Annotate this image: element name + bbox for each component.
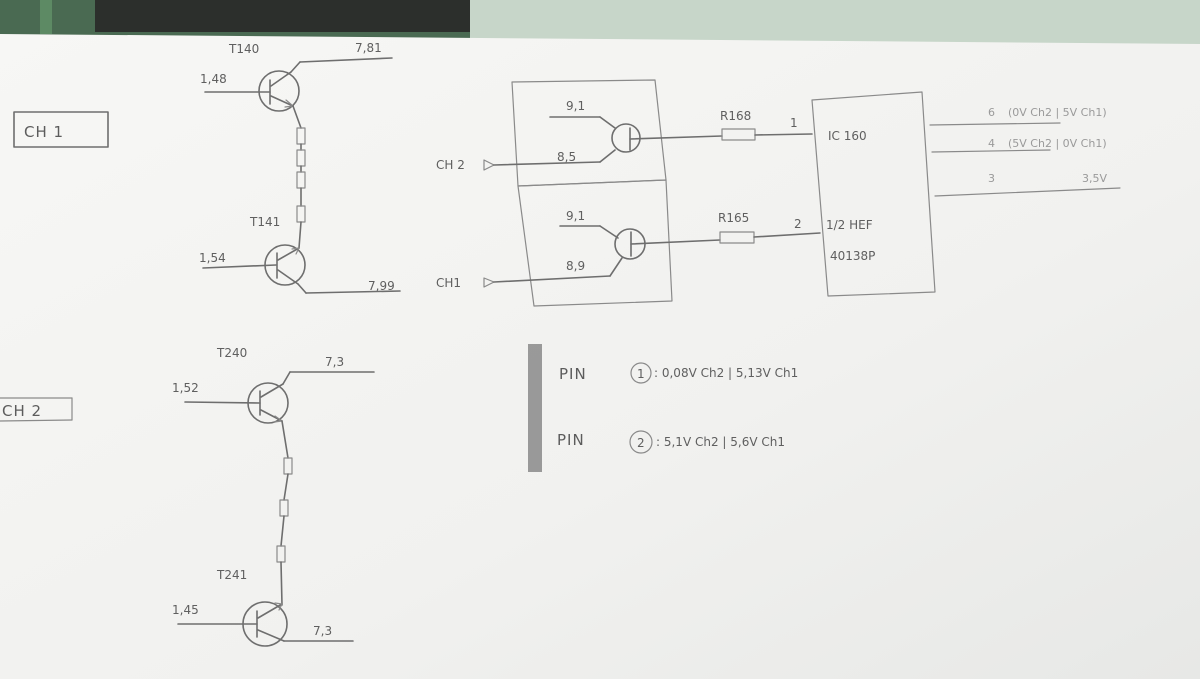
output-note-6: (0V Ch2 | 5V Ch1) [1008, 106, 1107, 119]
t240-base-voltage: 1,52 [172, 381, 199, 395]
upper-v-top: 9,1 [566, 99, 585, 113]
pin-note-1-circle [630, 362, 652, 384]
switch-stage-boxes [511, 79, 673, 307]
lower-v-base: 8,9 [566, 259, 585, 273]
ch2-label: CH 2 [2, 402, 42, 420]
desk-clip [40, 0, 52, 34]
lower-input-label: CH1 [436, 276, 461, 290]
t240-collector-voltage: 7,3 [325, 355, 344, 369]
r168-label: R168 [720, 109, 751, 123]
t140-base-voltage: 1,48 [200, 72, 227, 86]
pin-note-2-circle [629, 430, 653, 454]
ch1-label: CH 1 [24, 123, 64, 141]
output-pin-6: 6 [988, 106, 995, 119]
ch2-resistor-chain [276, 457, 293, 606]
transistor-t140: T140 7,81 1,48 [200, 41, 393, 129]
t140-symbol [258, 70, 300, 112]
upper-input-label: CH 2 [436, 158, 465, 172]
device-edge [95, 0, 470, 32]
output-note-3: 3,5V [1082, 172, 1107, 185]
r165-label: R165 [718, 211, 749, 225]
pin-note-1-label: PIN [559, 365, 587, 383]
pin2-label: 2 [794, 217, 802, 231]
upper-v-base: 8,5 [557, 150, 576, 164]
pin-note-1: PIN 1 : 0,08V Ch2 | 5,13V Ch1 [559, 362, 798, 384]
output-pin-3: 3 [988, 172, 995, 185]
upper-input-arrow [483, 159, 495, 171]
ic-part-line2: 40138P [830, 249, 875, 263]
pin-note-2: PIN 2 : 5,1V Ch2 | 5,6V Ch1 [557, 430, 785, 454]
desk-background-right [470, 0, 1200, 45]
ic-160-block: IC 160 1/2 HEF 40138P [811, 91, 936, 297]
ic-name: IC 160 [828, 129, 867, 143]
pin-note-2-text: : 5,1V Ch2 | 5,6V Ch1 [656, 435, 785, 449]
t140-name: T140 [228, 42, 259, 56]
lower-v-top: 9,1 [566, 209, 585, 223]
pin-note-1-number: 1 [637, 367, 645, 381]
ch1-label-box: CH 1 [13, 111, 109, 148]
ch1-resistor-chain [296, 127, 306, 249]
pin-note-2-number: 2 [637, 436, 645, 450]
t141-name: T141 [249, 215, 280, 229]
lower-input-arrow [483, 277, 495, 288]
t240-name: T240 [216, 346, 247, 360]
transistor-t141: T141 1,54 7,99 [199, 215, 401, 294]
t241-collector-voltage: 7,3 [313, 624, 332, 638]
t241-name: T241 [216, 568, 247, 582]
pencil-shaded-bar [528, 344, 542, 472]
switch-lower: 9,1 8,9 CH1 R165 2 [436, 209, 821, 290]
transistor-t241: T241 1,45 7,3 [172, 568, 354, 647]
paper-sheet [0, 34, 1200, 679]
ic-outputs: 6 (0V Ch2 | 5V Ch1) 4 (5V Ch2 | 0V Ch1) … [929, 106, 1121, 197]
pin-note-2-label: PIN [557, 431, 585, 449]
switch-upper: 9,1 8,5 CH 2 R168 1 [436, 99, 813, 172]
t141-base-voltage: 1,54 [199, 251, 226, 265]
pin1-label: 1 [790, 116, 798, 130]
ch2-label-box: CH 2 [0, 397, 73, 422]
ic-part-line1: 1/2 HEF [826, 218, 873, 232]
output-note-4: (5V Ch2 | 0V Ch1) [1008, 137, 1107, 150]
output-pin-4: 4 [988, 137, 995, 150]
transistor-t240: T240 7,3 1,52 [172, 346, 375, 459]
t141-collector-voltage: 7,99 [368, 279, 395, 293]
t241-base-voltage: 1,45 [172, 603, 199, 617]
pin-note-1-text: : 0,08V Ch2 | 5,13V Ch1 [654, 366, 798, 380]
t140-collector-voltage: 7,81 [355, 41, 382, 55]
